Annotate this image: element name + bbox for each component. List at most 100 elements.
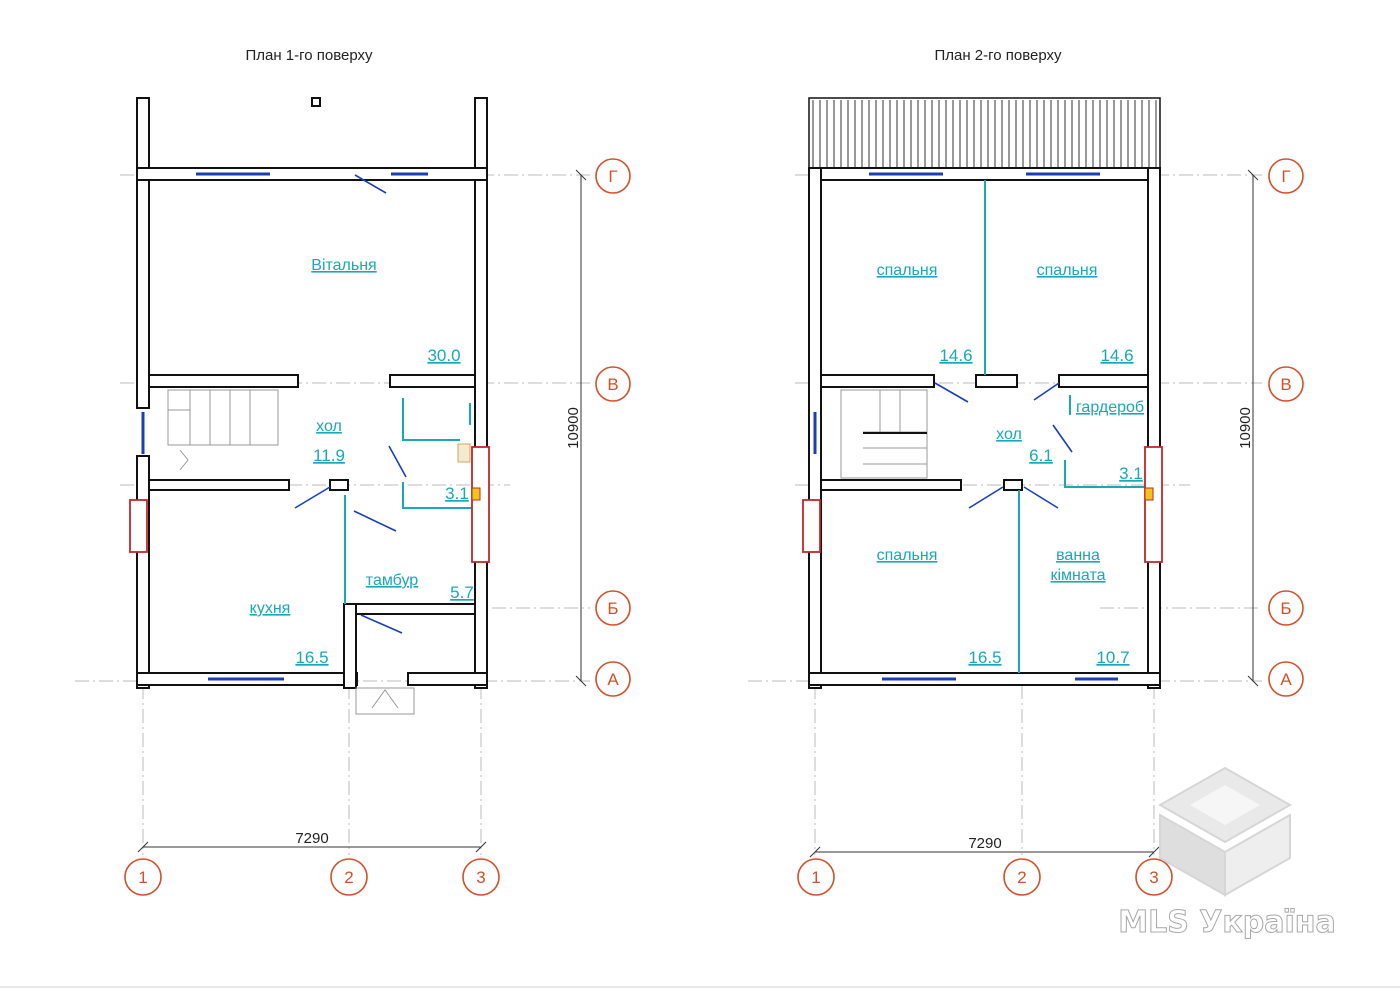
room-area: 16.5: [968, 648, 1001, 667]
wall-bedroom-hall-left: [820, 374, 935, 388]
room-name: тамбур: [366, 572, 419, 589]
column-marker: [311, 97, 321, 107]
toilet-icon: [457, 443, 471, 463]
svg-text:Г: Г: [608, 167, 617, 186]
room-name: хол: [316, 418, 342, 435]
room-name: Вітальня: [311, 257, 376, 274]
door-kitchen: [294, 486, 331, 509]
wall-top: [136, 167, 488, 181]
dim-width: 7290: [968, 835, 1001, 852]
partition-closet: [402, 398, 460, 441]
room-area: 3.1: [445, 484, 469, 503]
staircase: [840, 389, 928, 479]
axis-marker-b: Б: [595, 590, 631, 626]
dim-height: 10900: [565, 407, 582, 449]
room-area: 14.6: [1100, 346, 1133, 365]
axis-marker-2: 2: [330, 858, 368, 896]
axis-marker-v: В: [595, 366, 631, 402]
svg-text:1: 1: [811, 868, 820, 887]
plan-title: План 1-го поверху: [245, 47, 373, 64]
watermark-text: MLS Україна: [1118, 905, 1336, 940]
room-name: кухня: [250, 600, 291, 617]
svg-text:В: В: [1280, 375, 1291, 394]
wall-right: [474, 97, 488, 689]
wall-vestibule-left: [343, 603, 357, 689]
axis-marker-g: Г: [1268, 158, 1304, 194]
dim-height: 10900: [1237, 407, 1254, 449]
wall-living-hall-right: [389, 374, 476, 388]
roof-hatch: [808, 97, 1161, 171]
svg-text:А: А: [607, 670, 619, 689]
axis-marker-3: 3: [1135, 858, 1173, 896]
entry-steps: [355, 687, 415, 715]
svg-text:Б: Б: [1280, 599, 1291, 618]
plan-first-floor: План 1-го поверху: [75, 47, 631, 896]
wall-bedroom-hall-mid: [975, 374, 1018, 388]
room-name: спальня: [877, 262, 938, 279]
wall-left-lower: [136, 455, 150, 689]
wall-left-upper: [136, 97, 150, 409]
wall-bedroom-hall-right: [1058, 374, 1149, 388]
boiler-icon: [1144, 487, 1154, 501]
room-name-line1: ванна: [1056, 547, 1100, 564]
bottom-divider: [0, 986, 1400, 988]
axis-marker-a: А: [595, 661, 631, 697]
svg-text:1: 1: [138, 868, 147, 887]
door-wardrobe: [1052, 424, 1073, 453]
door-vestibule: [353, 510, 397, 532]
svg-text:2: 2: [1017, 868, 1026, 887]
room-name: спальня: [877, 547, 938, 564]
wall-hall-kitchen: [148, 479, 290, 491]
door-entry: [360, 614, 403, 634]
svg-text:2: 2: [344, 868, 353, 887]
partition-wc: [402, 482, 475, 509]
room-area: 5.7: [450, 583, 474, 602]
door-bath: [1023, 486, 1059, 509]
stair-arrow-icon: [179, 449, 189, 471]
axis-marker-b: Б: [1268, 590, 1304, 626]
room-name: хол: [996, 426, 1022, 443]
axis-marker-g: Г: [595, 158, 631, 194]
room-area: 6.1: [1029, 446, 1053, 465]
wall-bottom: [808, 672, 1161, 686]
room-name-line2: кімната: [1051, 567, 1106, 584]
axis-marker-3: 3: [462, 858, 500, 896]
axis-marker-1: 1: [124, 858, 162, 896]
axis-marker-a: А: [1268, 661, 1304, 697]
axis-marker-1: 1: [797, 858, 835, 896]
wall-bottom-right: [407, 672, 488, 686]
wall-right: [1147, 167, 1161, 689]
wall-vestibule: [343, 603, 476, 615]
plan-second-floor: План 2-го поверху: [748, 47, 1304, 896]
axis-marker-v: В: [1268, 366, 1304, 402]
svg-text:Г: Г: [1281, 167, 1290, 186]
partition-closet: [1064, 460, 1148, 488]
boiler-icon: [471, 487, 481, 501]
watermark: MLS Україна: [1118, 766, 1336, 941]
room-area: 11.9: [313, 446, 345, 465]
svg-text:А: А: [1280, 670, 1292, 689]
room-area: 3.1: [1119, 464, 1143, 483]
wall-hall-bedroom: [820, 479, 962, 491]
room-area: 10.7: [1096, 648, 1129, 667]
room-name: спальня: [1037, 262, 1098, 279]
svg-text:3: 3: [476, 868, 485, 887]
svg-text:Б: Б: [607, 599, 618, 618]
room-area: 14.6: [939, 346, 972, 365]
room-area: 16.5: [295, 648, 328, 667]
wall-post: [1003, 479, 1023, 491]
room-area: 30.0: [427, 346, 460, 365]
room-name: гардероб: [1076, 399, 1144, 416]
door-bedroom-2: [1033, 382, 1060, 401]
staircase: [167, 389, 279, 471]
door-living: [354, 174, 387, 194]
wall-living-hall: [148, 374, 299, 388]
axis-marker-2: 2: [1003, 858, 1041, 896]
svg-text:В: В: [607, 375, 618, 394]
door-wc: [388, 445, 407, 478]
dim-width: 7290: [295, 830, 328, 847]
chimney-left: [802, 499, 821, 553]
door-bedroom-3: [968, 486, 1004, 509]
